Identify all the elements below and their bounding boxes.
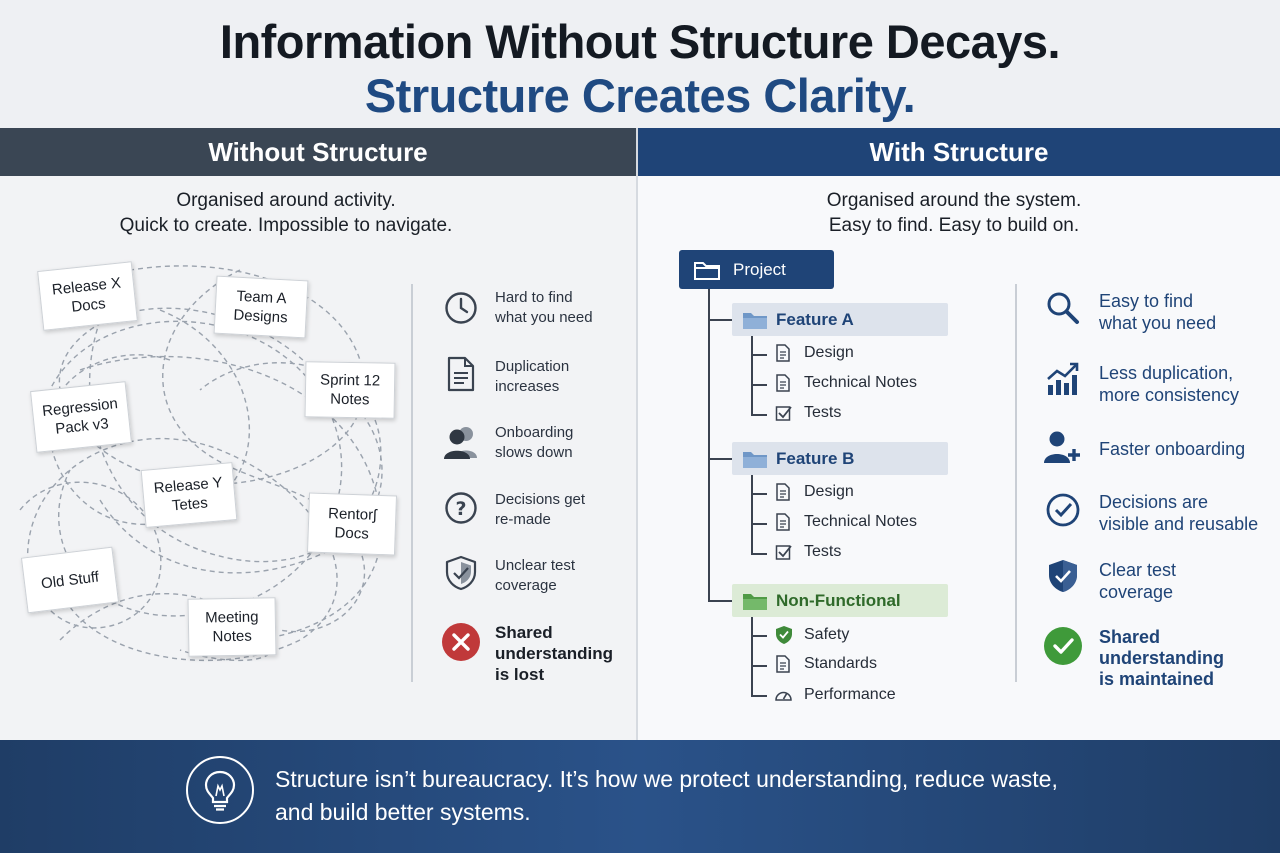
right-subtitle: Organised around the system. Easy to fin…: [826, 190, 1082, 236]
tree-branch: [751, 354, 767, 356]
lightbulb-icon: [204, 770, 236, 811]
check-filled-icon: [1044, 627, 1082, 665]
growth-chart-icon: [1047, 362, 1079, 395]
title-line-1: Information Without Structure Decays.: [219, 15, 1061, 68]
footer-message: Structure isn’t bureaucracy. It’s how we…: [275, 766, 1058, 825]
document-icon: [776, 483, 790, 501]
shield-icon: [776, 626, 792, 644]
tree-feature-a[interactable]: Feature A: [732, 303, 948, 336]
tree-sub-trunk: [751, 617, 753, 697]
document-icon: [776, 374, 790, 392]
tree-sub-trunk: [751, 475, 753, 555]
tree-feature-b[interactable]: Feature B: [732, 442, 948, 475]
right-item-2: Less duplication,more consistency: [1099, 363, 1240, 405]
tree-leaf[interactable]: Performance: [774, 686, 896, 704]
panel-divider: [636, 128, 638, 740]
tree-branch: [751, 665, 767, 667]
tree-project[interactable]: Project: [679, 250, 834, 289]
tree-branch: [751, 695, 767, 697]
tree-leaf[interactable]: Technical Notes: [775, 374, 917, 392]
tree-leaf[interactable]: Safety: [775, 625, 849, 645]
tree-trunk: [708, 289, 710, 602]
tree-branch: [751, 493, 767, 495]
shield-check-icon: [1049, 560, 1077, 592]
folder-icon: [743, 312, 767, 329]
svg-text:?: ?: [455, 498, 466, 520]
tree-leaf[interactable]: Tests: [775, 404, 841, 422]
tree-branch: [751, 414, 767, 416]
users-icon: [444, 427, 477, 459]
sticky-note: Old Stuff: [20, 546, 120, 614]
tree-branch: [751, 553, 767, 555]
document-icon: [776, 513, 790, 531]
check-circle-icon: [1046, 493, 1080, 527]
document-icon: [447, 356, 475, 392]
title-line-2: Structure Creates Clarity.: [364, 69, 916, 122]
right-heading: With Structure: [638, 128, 1280, 176]
folder-icon: [743, 593, 767, 610]
left-heading: Without Structure: [0, 128, 636, 176]
right-item-3: Faster onboarding: [1099, 439, 1246, 459]
tree-leaf[interactable]: Tests: [775, 543, 841, 561]
document-icon: [776, 655, 790, 673]
left-subtitle: Organised around activity. Quick to crea…: [119, 190, 453, 236]
tree-branch: [708, 458, 734, 460]
tree-branch: [751, 384, 767, 386]
add-user-icon: [1044, 431, 1080, 463]
tree-leaf[interactable]: Technical Notes: [775, 513, 917, 531]
right-panel: [638, 128, 1280, 740]
search-icon: [1047, 292, 1079, 324]
tree-leaf[interactable]: Design: [775, 344, 854, 362]
tree-branch: [708, 600, 734, 602]
clock-icon: [445, 292, 477, 324]
shield-icon: [445, 555, 477, 591]
gauge-icon: [775, 691, 792, 701]
x-circle-icon: [442, 623, 480, 661]
right-separator: [1015, 284, 1017, 682]
tree-leaf[interactable]: Design: [775, 483, 854, 501]
tree-branch: [708, 319, 734, 321]
tree-branch: [751, 635, 767, 637]
question-icon: ?: [445, 492, 477, 524]
tree-non-functional[interactable]: Non-Functional: [732, 584, 948, 617]
tree-branch: [751, 523, 767, 525]
checkbox-icon: [775, 406, 792, 421]
document-icon: [776, 344, 790, 362]
tree-sub-trunk: [751, 336, 753, 416]
tree-leaf[interactable]: Standards: [775, 655, 877, 673]
folder-icon: [694, 261, 720, 280]
folder-icon: [743, 451, 767, 468]
left-separator: [411, 284, 413, 682]
checkbox-icon: [775, 545, 792, 560]
lightbulb-badge: [186, 756, 254, 824]
